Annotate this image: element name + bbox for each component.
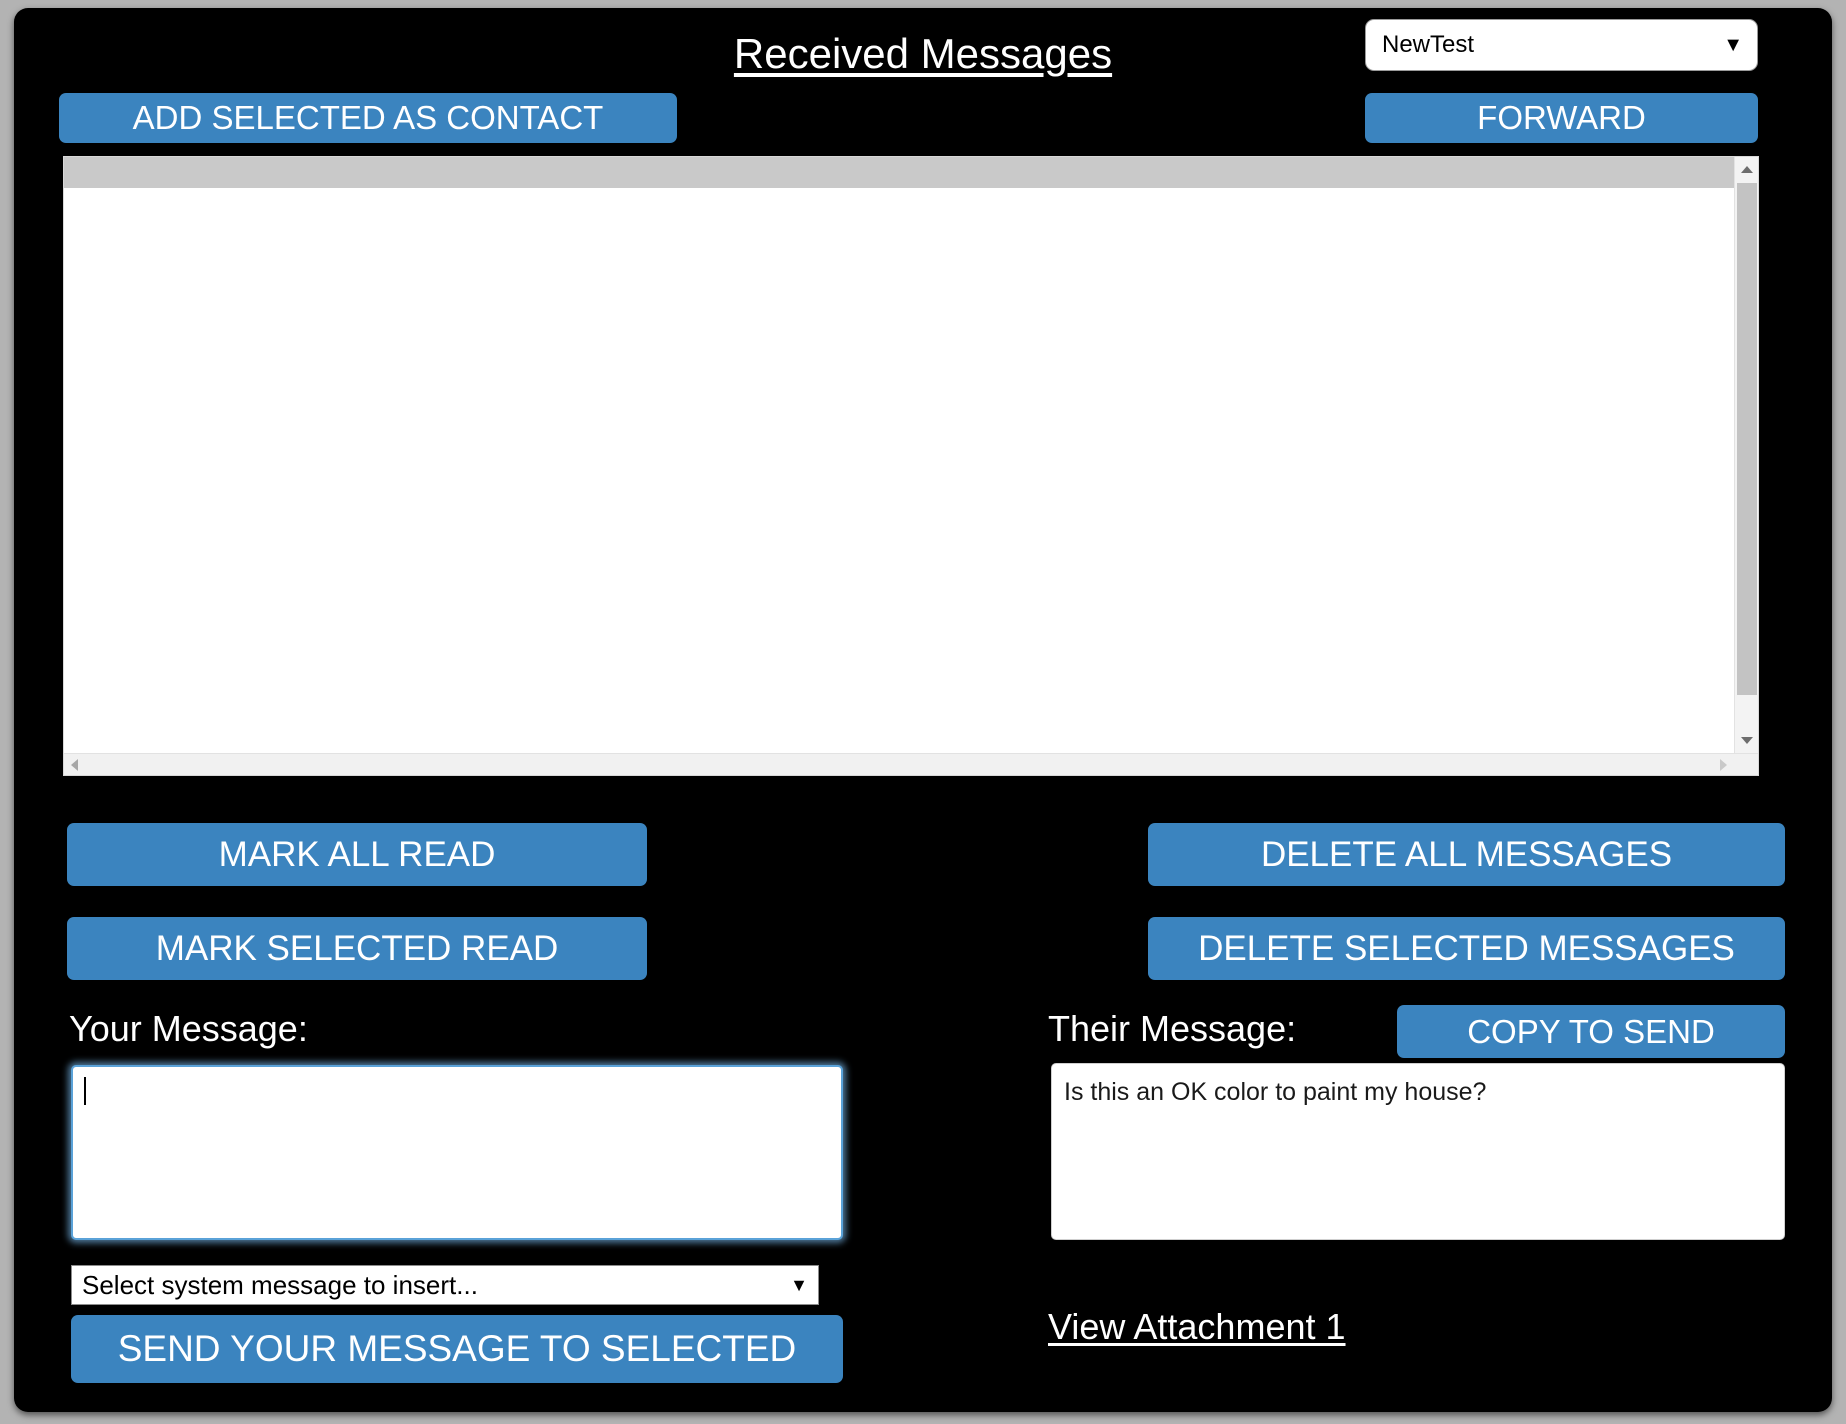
app-window: Received Messages NewTest ▼ ADD SELECTED… xyxy=(14,8,1832,1412)
their-message-label: Their Message: xyxy=(1048,1008,1297,1049)
account-select[interactable]: NewTest ▼ xyxy=(1365,19,1758,71)
scroll-right-icon[interactable] xyxy=(1712,754,1734,775)
view-attachment-link[interactable]: View Attachment 1 xyxy=(1048,1306,1346,1347)
forward-button[interactable]: FORWARD xyxy=(1365,93,1758,143)
page-title: Received Messages xyxy=(733,30,1113,77)
system-message-select-value: Select system message to insert... xyxy=(82,1270,478,1300)
text-cursor-icon xyxy=(84,1076,86,1105)
scroll-up-icon[interactable] xyxy=(1735,157,1758,181)
send-message-button[interactable]: SEND YOUR MESSAGE TO SELECTED xyxy=(71,1315,843,1383)
account-select-value: NewTest xyxy=(1382,31,1475,58)
table-row[interactable]: Angela Sodemann 2020-01-23 14:10:15 414-… xyxy=(64,157,1734,188)
copy-to-send-button[interactable]: COPY TO SEND xyxy=(1397,1005,1785,1058)
system-message-select[interactable]: Select system message to insert... ▼ xyxy=(71,1265,819,1305)
chevron-down-icon: ▼ xyxy=(790,1275,808,1295)
message-list-rows: Angela Sodemann 2020-01-23 14:10:15 414-… xyxy=(64,157,1734,753)
mark-selected-read-button[interactable]: MARK SELECTED READ xyxy=(67,917,647,980)
delete-selected-messages-button[interactable]: DELETE SELECTED MESSAGES xyxy=(1148,917,1785,980)
vertical-scrollbar[interactable] xyxy=(1734,157,1758,753)
horizontal-scrollbar[interactable] xyxy=(64,753,1758,775)
scroll-down-icon[interactable] xyxy=(1735,729,1758,753)
their-message-body: Is this an OK color to paint my house? xyxy=(1051,1063,1785,1240)
scroll-left-icon[interactable] xyxy=(64,754,86,775)
add-selected-as-contact-button[interactable]: ADD SELECTED AS CONTACT xyxy=(59,93,677,143)
chevron-down-icon: ▼ xyxy=(1723,34,1743,56)
mark-all-read-button[interactable]: MARK ALL READ xyxy=(67,823,647,886)
vertical-scrollbar-thumb[interactable] xyxy=(1737,183,1757,695)
your-message-label: Your Message: xyxy=(69,1008,308,1049)
your-message-input[interactable] xyxy=(71,1065,843,1240)
message-list[interactable]: Angela Sodemann 2020-01-23 14:10:15 414-… xyxy=(63,156,1759,776)
delete-all-messages-button[interactable]: DELETE ALL MESSAGES xyxy=(1148,823,1785,886)
